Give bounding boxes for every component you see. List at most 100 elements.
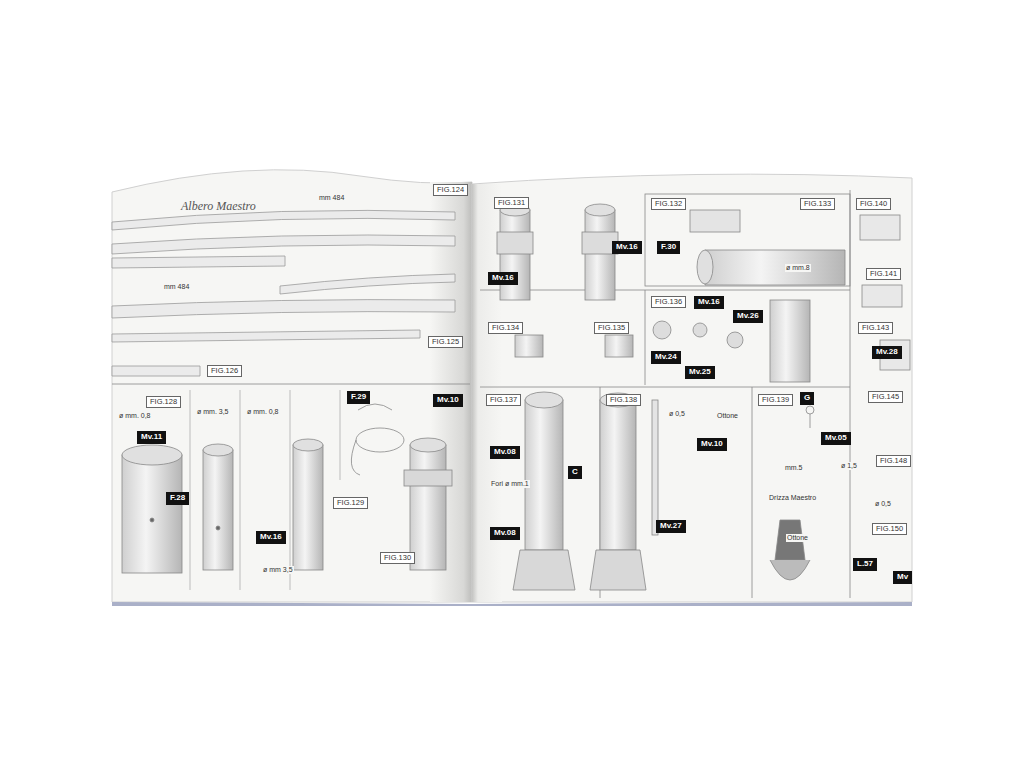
figure-tag: FIG.150 [872,523,907,535]
dimension-note: mm.5 [784,464,804,472]
dimension-note: Drizza Maestro [768,494,817,502]
figure-tag: FIG.125 [428,336,463,348]
label-text: mm.5 [785,464,803,471]
tag-text: Mv.28 [876,347,898,356]
tag-text: G [804,393,810,402]
figure-tag: FIG.128 [146,396,181,408]
panel-dividers [480,190,850,598]
tag-text: FIG.143 [862,323,889,332]
label-text: Ottone [717,412,738,419]
figure-tag: FIG.126 [207,365,242,377]
dimension-note: mm 484 [163,283,190,291]
tag-text: FIG.128 [150,397,177,406]
figure-tag: FIG.129 [333,497,368,509]
figure-tag: FIG.138 [606,394,641,406]
figure-tag: FIG.124 [433,184,468,196]
label-text: ø mm. 3,5 [197,408,229,415]
label-text: mm 484 [319,194,344,201]
tag-text: FIG.135 [598,323,625,332]
label-text: ø 1,5 [841,462,857,469]
label-text: Fori ø mm.1 [491,480,529,487]
dimension-note: Fori ø mm.1 [490,480,530,488]
tag-text: Mv.11 [141,432,162,441]
tag-text: FIG.148 [880,456,907,465]
part-tag: Mv.24 [651,351,681,364]
tag-text: FIG.126 [211,366,238,375]
part-tag: F.28 [166,492,189,505]
panel-dividers [190,390,340,590]
tag-text: FIG.139 [762,395,789,404]
mast-parts [122,404,452,573]
tag-text: Mv.16 [698,297,720,306]
tag-text: FIG.125 [432,337,459,346]
figure-tag: FIG.140 [856,198,891,210]
figure-tag: FIG.130 [380,552,415,564]
part-tag: Mv.26 [733,310,763,323]
figure-tag: FIG.148 [876,455,911,467]
figure-tag: FIG.139 [758,394,793,406]
dimension-note: Ottone [716,412,739,420]
dimension-note: ø 0,5 [874,500,892,508]
tag-text: Mv.26 [737,311,759,320]
tag-text: Mv.10 [701,439,723,448]
tag-text: FIG.136 [655,297,682,306]
dimension-note: ø mm 3,5 [262,566,294,574]
part-tag: Mv.16 [488,272,518,285]
tag-text: Mv.16 [260,532,282,541]
dimension-note: ø mm. 0,8 [118,412,152,420]
figure-tag: FIG.131 [494,197,529,209]
tag-text: Mv.16 [492,273,514,282]
tag-text: Mv [897,572,908,581]
dimension-note: ø 1,5 [840,462,858,470]
label-text: ø mm 3,5 [263,566,293,573]
tag-text: FIG.137 [490,395,517,404]
label-text: ø mm. 0,8 [247,408,279,415]
tag-text: FIG.130 [384,553,411,562]
part-tag: C [568,466,582,479]
tag-text: FIG.134 [492,323,519,332]
part-tag: F.30 [657,241,680,254]
tag-text: FIG.141 [870,269,897,278]
part-tag: Mv.10 [433,394,463,407]
tag-text: Mv.08 [494,447,516,456]
part-tag: G [800,392,814,405]
tag-text: F.30 [661,242,676,251]
label-text: Ottone [787,534,808,541]
tag-text: FIG.124 [437,185,464,194]
part-tag: Mv.08 [490,527,520,540]
tag-text: FIG.131 [498,198,525,207]
tag-text: FIG.140 [860,199,887,208]
tag-text: Mv.27 [660,521,682,530]
part-tag: Mv.16 [694,296,724,309]
mast-strips [112,210,455,376]
part-tag: Mv [893,571,912,584]
tag-text: FIG.132 [655,199,682,208]
figure-tag: FIG.135 [594,322,629,334]
part-tag: Mv.05 [821,432,851,445]
label-text: Albero Maestro [181,199,256,213]
tag-text: FIG.138 [610,395,637,404]
figure-tag: FIG.137 [486,394,521,406]
tag-text: F.29 [351,392,366,401]
figure-tag: FIG.145 [868,391,903,403]
tag-text: L.57 [857,559,873,568]
tag-text: FIG.133 [804,199,831,208]
page-heading: Albero Maestro [180,200,257,213]
tag-text: Mv.10 [437,395,459,404]
figure-tag: FIG.143 [858,322,893,334]
part-tag: Mv.27 [656,520,686,533]
figure-tag: FIG.141 [866,268,901,280]
part-tag: Mv.28 [872,346,902,359]
label-text: Drizza Maestro [769,494,816,501]
right-page [472,174,912,602]
label-text: ø mm. 0,8 [119,412,151,419]
tag-text: F.28 [170,493,185,502]
dimension-note: Ottone [786,534,809,542]
part-tag: Mv.11 [137,431,166,444]
label-text: ø 0,5 [875,500,891,507]
tag-text: FIG.145 [872,392,899,401]
tag-text: Mv.25 [689,367,711,376]
dimension-note: ø 0,5 [668,410,686,418]
part-tag: Mv.25 [685,366,715,379]
left-page [112,170,472,602]
